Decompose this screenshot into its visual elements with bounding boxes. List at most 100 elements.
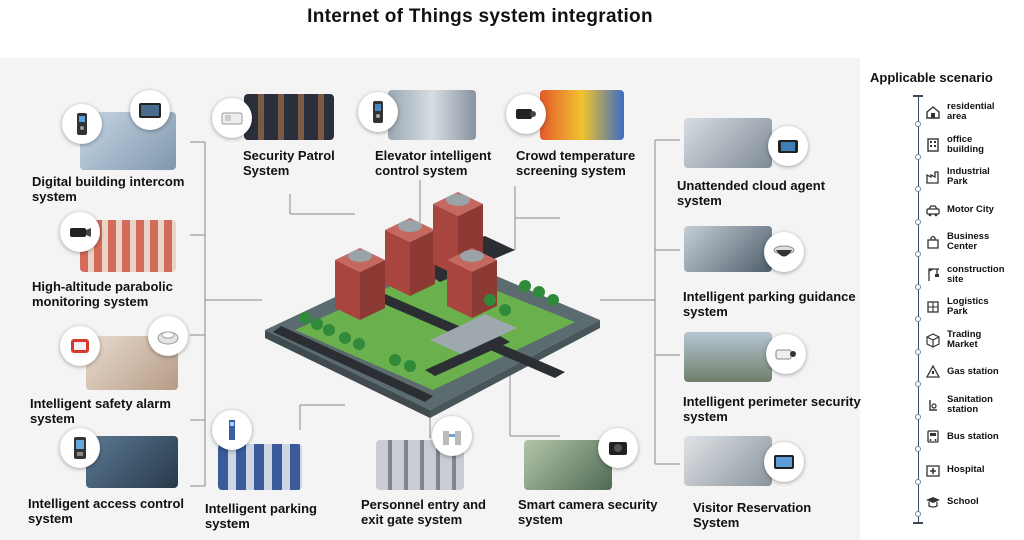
smoke-detector-icon	[157, 331, 179, 345]
desk-terminal-icon	[778, 140, 798, 153]
scenario-item: construction site	[915, 263, 1005, 290]
scenario-label: office building	[947, 133, 984, 155]
scenario-item: Hospital	[915, 458, 985, 485]
smoke-detector-badge	[148, 316, 188, 356]
scenario-item: Gas station	[915, 360, 999, 387]
scenario-label: Hospital	[947, 463, 985, 475]
scenario-item: School	[915, 490, 979, 517]
parking-barrier-badge	[212, 410, 252, 450]
office-icon	[922, 135, 944, 155]
scenario-item: Industrial Park	[915, 165, 999, 192]
intercom-panel-icon	[77, 113, 87, 135]
scenario-label: residential area	[947, 101, 995, 122]
crane-icon	[922, 265, 944, 285]
scenario-item: residential area	[915, 100, 999, 127]
hospital-icon	[922, 460, 944, 480]
label-smart-camera: Smart camera security system	[518, 497, 658, 527]
scenario-item: Motor City	[915, 198, 999, 225]
visitor-photo	[684, 436, 772, 486]
tablet-icon	[139, 103, 161, 118]
building	[447, 248, 497, 318]
scenario-label: Motor City	[947, 203, 994, 215]
dome-camera-icon	[773, 245, 795, 257]
access-badge	[60, 428, 100, 468]
bullet-camera-icon	[775, 349, 796, 360]
shopping-bag-icon	[922, 232, 944, 252]
timeline-dot	[915, 218, 921, 225]
bus-icon	[922, 427, 944, 447]
scenario-item: office building	[915, 133, 999, 160]
elevator-panel-icon	[373, 101, 383, 123]
scenario-label: Gas station	[947, 366, 999, 377]
scenario-label: School	[947, 496, 979, 507]
camera-badge	[60, 212, 100, 252]
scenario-label: Sanitation station	[947, 393, 993, 415]
logistics-icon	[922, 297, 944, 317]
scenario-label: Bus station	[947, 431, 999, 442]
parking-guidance-photo	[684, 226, 772, 272]
school-icon	[922, 492, 944, 512]
timeline-cap-top	[913, 95, 923, 97]
elevator-photo	[388, 90, 476, 140]
building	[335, 248, 385, 320]
thermal-camera-icon	[516, 109, 536, 119]
house-icon	[922, 102, 944, 122]
scenario-item: Logistics Park	[915, 295, 999, 322]
label-crowd-temp: Crowd temperature screening system	[516, 148, 636, 178]
patrol-reader-icon	[221, 112, 243, 125]
fuel-icon	[922, 362, 944, 382]
patrol-badge	[212, 98, 252, 138]
patrol-photo	[244, 94, 334, 140]
label-intercom: Digital building intercom system	[32, 174, 185, 204]
alarm-icon	[71, 339, 89, 353]
turnstile-badge	[432, 416, 472, 456]
cloud-terminal-badge	[768, 126, 808, 166]
intercom-badge	[62, 104, 102, 144]
timeline-dot	[915, 413, 921, 420]
label-access-control: Intelligent access control system	[28, 496, 185, 526]
crowd-temp-photo	[540, 90, 624, 140]
perimeter-photo	[684, 332, 772, 382]
timeline-dot	[915, 251, 921, 257]
timeline-dot	[915, 121, 921, 127]
timeline-dot	[915, 348, 921, 355]
label-perimeter: Intelligent perimeter security system	[683, 394, 861, 424]
dome-camera-badge	[764, 232, 804, 272]
label-elevator: Elevator intelligent control system	[375, 148, 492, 178]
smart-camera-badge	[598, 428, 638, 468]
building	[385, 218, 435, 296]
timeline-dot	[915, 511, 921, 517]
label-parabolic: High-altitude parabolic monitoring syste…	[32, 279, 173, 309]
label-parking-guidance: Intelligent parking guidance system	[683, 289, 856, 319]
alarm-badge	[60, 326, 100, 366]
scenario-label: Business Center	[947, 231, 990, 252]
visitor-terminal-icon	[774, 455, 794, 469]
scenario-item: Business Center	[915, 230, 999, 257]
scenario-label: Logistics Park	[947, 296, 989, 317]
scenario-label: Industrial Park	[947, 166, 990, 187]
tablet-badge	[130, 90, 170, 130]
thermal-camera-badge	[506, 94, 546, 134]
scenario-item: Bus station	[915, 425, 999, 452]
timeline-dot	[915, 316, 921, 322]
bullet-camera-icon	[70, 228, 91, 237]
turnstile-icon	[443, 431, 461, 445]
smart-camera-photo	[524, 440, 612, 490]
elevator-badge	[358, 92, 398, 132]
parking-barrier-icon	[229, 420, 235, 440]
access-control-photo	[86, 436, 178, 488]
scenario-timeline	[918, 96, 919, 524]
label-parking: Intelligent parking system	[205, 501, 317, 531]
timeline-dot	[915, 186, 921, 192]
box-icon	[922, 330, 944, 350]
scenario-label: Trading Market	[947, 328, 982, 350]
timeline-dot	[915, 381, 921, 387]
label-cloud-agent: Unattended cloud agent system	[677, 178, 826, 208]
visitor-terminal-badge	[764, 442, 804, 482]
factory-icon	[922, 167, 944, 187]
scenario-item: Sanitation station	[915, 393, 999, 420]
scenario-title: Applicable scenario	[870, 70, 993, 85]
timeline-dot	[915, 283, 921, 290]
timeline-dot	[915, 446, 921, 452]
